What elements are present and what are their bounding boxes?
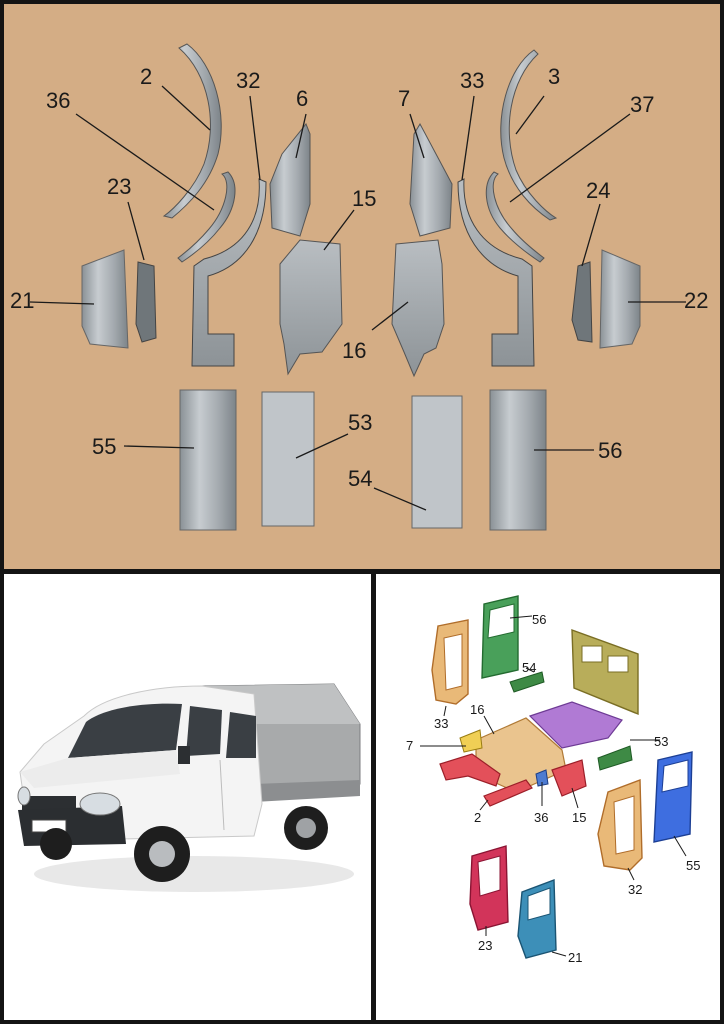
headlight-right xyxy=(79,792,121,816)
label-54: 54 xyxy=(348,466,372,491)
side-mirror xyxy=(178,746,190,764)
leader-lines xyxy=(29,85,686,511)
diagram-label-32: 32 xyxy=(628,882,642,897)
label-36: 36 xyxy=(46,88,70,113)
exploded-diagram-panel: 56 54 33 16 7 53 2 36 15 55 32 23 21 xyxy=(376,574,720,1020)
diagram-part-56-window xyxy=(487,603,515,639)
truck-photo-panel xyxy=(4,574,371,1020)
exploded-body-diagram: 56 54 33 16 7 53 2 36 15 55 32 23 21 xyxy=(406,595,700,965)
body-parts-panel: 2 36 32 6 23 15 21 7 33 3 37 24 22 16 55… xyxy=(4,4,720,569)
diagram-part-21-window xyxy=(527,887,551,921)
truck-hood xyxy=(20,750,180,788)
part-3-shape xyxy=(500,49,558,221)
label-15: 15 xyxy=(352,186,376,211)
part-22-shape xyxy=(599,249,641,349)
front-wheel-rim xyxy=(149,841,175,867)
diagram-label-55: 55 xyxy=(686,858,700,873)
part-56-shape xyxy=(489,389,547,531)
label-21: 21 xyxy=(10,288,34,313)
label-6: 6 xyxy=(296,86,308,111)
label-32: 32 xyxy=(236,68,260,93)
diagram-label-33: 33 xyxy=(434,716,448,731)
label-55: 55 xyxy=(92,434,116,459)
diagram-label-16: 16 xyxy=(470,702,484,717)
diagram-part-55-window xyxy=(661,759,689,793)
label-7: 7 xyxy=(398,86,410,111)
diagram-part-36 xyxy=(535,769,549,787)
part-21-shape xyxy=(81,249,129,349)
label-56: 56 xyxy=(598,438,622,463)
label-16: 16 xyxy=(342,338,366,363)
diagram-label-53: 53 xyxy=(654,734,668,749)
diagram-part-54 xyxy=(509,671,545,693)
part-54-shape xyxy=(411,395,463,529)
label-22: 22 xyxy=(684,288,708,313)
part-55-shape xyxy=(179,389,237,531)
part-6-shape xyxy=(269,123,311,237)
diagram-part-23-opening xyxy=(477,855,501,897)
diagram-label-54: 54 xyxy=(522,660,536,675)
diagram-label-36: 36 xyxy=(534,810,548,825)
diagram-rear-wall-window-1 xyxy=(581,645,603,663)
part-23-shape xyxy=(135,261,157,343)
diagram-part-33-opening xyxy=(443,633,463,691)
windshield xyxy=(68,703,182,758)
diagram-label-21: 21 xyxy=(568,950,582,965)
diagram-part-53 xyxy=(597,745,633,771)
rear-wheel-rim xyxy=(296,818,316,838)
front-wheel-far xyxy=(40,828,72,860)
diagram-label-7: 7 xyxy=(406,738,413,753)
headlight-left xyxy=(17,786,31,806)
part-36-shape xyxy=(177,171,236,263)
cargo-bed xyxy=(254,780,360,802)
body-parts-illustration: 2 36 32 6 23 15 21 7 33 3 37 24 22 16 55… xyxy=(10,43,708,531)
part-37-shape xyxy=(485,171,545,263)
diagram-label-56: 56 xyxy=(532,612,546,627)
part-16-shape xyxy=(391,239,445,378)
diagram-purple-floor xyxy=(528,701,623,749)
part-24-shape xyxy=(571,261,593,343)
front-side-window xyxy=(186,706,222,756)
label-33: 33 xyxy=(460,68,484,93)
truck-shadow xyxy=(34,856,354,892)
part-7-shape xyxy=(409,122,453,237)
part-32-shape xyxy=(191,178,267,367)
diagram-leader-lines xyxy=(420,615,687,957)
part-15-shape xyxy=(279,239,343,376)
diagram-part-2 xyxy=(483,779,533,807)
label-23: 23 xyxy=(107,174,131,199)
grille xyxy=(22,796,76,812)
label-37: 37 xyxy=(630,92,654,117)
diagram-label-23: 23 xyxy=(478,938,492,953)
truck-illustration xyxy=(17,683,361,892)
rear-side-window xyxy=(226,712,256,758)
diagram-red-frame xyxy=(439,753,501,787)
part-33-shape xyxy=(457,178,535,367)
diagram-part-7 xyxy=(459,729,483,753)
label-24: 24 xyxy=(586,178,610,203)
diagram-label-2: 2 xyxy=(474,810,481,825)
diagram-label-15: 15 xyxy=(572,810,586,825)
label-3: 3 xyxy=(548,64,560,89)
part-53-shape xyxy=(261,391,315,527)
diagram-rear-wall-window-2 xyxy=(607,655,629,673)
part-2-shape xyxy=(162,43,222,219)
diagram-part-15 xyxy=(551,759,587,797)
diagram-part-32-opening xyxy=(613,795,635,855)
door-line xyxy=(219,759,225,831)
label-2: 2 xyxy=(140,64,152,89)
label-53: 53 xyxy=(348,410,372,435)
